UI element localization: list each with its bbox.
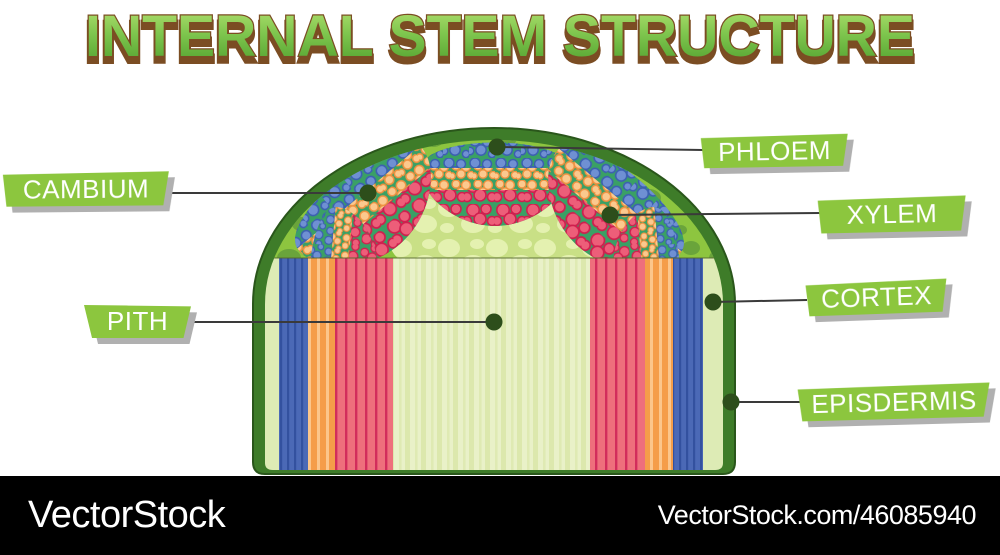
pith-face [393, 258, 590, 470]
label-episdermis: EPISDERMIS [798, 382, 991, 421]
xylem-face [335, 258, 645, 470]
label-xylem-text: XYLEM [846, 198, 938, 230]
label-pith-text: PITH [106, 306, 169, 336]
page-title: INTERNAL STEM STRUCTURE INTERNAL STEM ST… [83, 3, 917, 77]
cambium-face [308, 258, 673, 470]
stem-front-face [265, 257, 723, 470]
stem-diagram [252, 127, 736, 475]
label-cambium: CAMBIUM [3, 171, 169, 206]
page-title-text: INTERNAL STEM STRUCTURE [85, 4, 915, 69]
label-pith: PITH [84, 305, 191, 338]
label-phloem: PHLOEM [701, 134, 849, 169]
watermark-bar: VectorStock VectorStock.com/46085940 [0, 476, 1000, 555]
page-title-shadow: INTERNAL STEM STRUCTURE [85, 10, 915, 75]
watermark-brand: VectorStock [28, 494, 226, 536]
pith-region [387, 178, 603, 259]
label-phloem-text: PHLOEM [717, 134, 832, 167]
label-cortex-text: CORTEX [820, 280, 933, 314]
label-xylem: XYLEM [818, 195, 967, 233]
label-cortex: CORTEX [805, 279, 947, 317]
label-episdermis-text: EPISDERMIS [810, 384, 978, 419]
phloem-face [279, 258, 703, 470]
watermark-id: VectorStock.com/46085940 [657, 500, 977, 530]
label-cambium-text: CAMBIUM [22, 172, 150, 205]
